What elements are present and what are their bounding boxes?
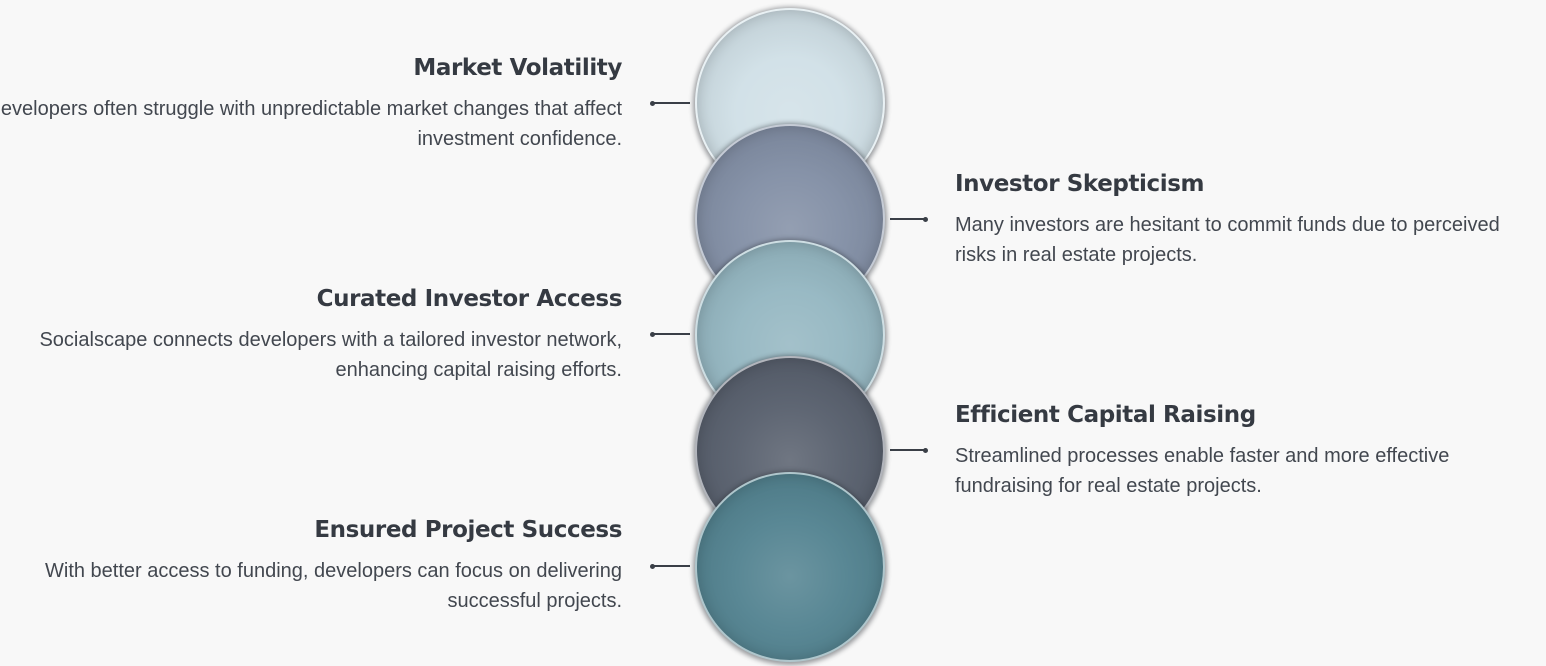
circle-ensured-project-success [695, 472, 885, 662]
item-description: Many investors are hesitant to commit fu… [955, 214, 1500, 266]
item-curated-investor-access: Curated Investor Access Socialscape conn… [0, 285, 622, 385]
connector-ensured-project-success [650, 563, 690, 569]
item-title: Market Volatility [413, 55, 622, 81]
item-description: Developers often struggle with unpredict… [0, 98, 622, 150]
item-efficient-capital-raising: Efficient Capital Raising Streamlined pr… [955, 401, 1495, 501]
item-title: Curated Investor Access [316, 286, 623, 312]
item-ensured-project-success: Ensured Project Success With better acce… [2, 516, 622, 616]
connector-curated-investor-access [650, 331, 690, 337]
item-title: Ensured Project Success [314, 517, 622, 543]
item-description: With better access to funding, developer… [45, 560, 622, 612]
connector-investor-skepticism [890, 216, 928, 222]
item-title: Investor Skepticism [955, 171, 1205, 197]
item-description: Streamlined processes enable faster and … [955, 445, 1450, 497]
item-market-volatility: Market Volatility Developers often strug… [0, 54, 622, 154]
item-title: Efficient Capital Raising [955, 402, 1256, 428]
item-investor-skepticism: Investor Skepticism Many investors are h… [955, 170, 1540, 270]
item-description: Socialscape connects developers with a t… [39, 329, 622, 381]
connector-efficient-capital-raising [890, 447, 928, 453]
connector-market-volatility [650, 100, 690, 106]
